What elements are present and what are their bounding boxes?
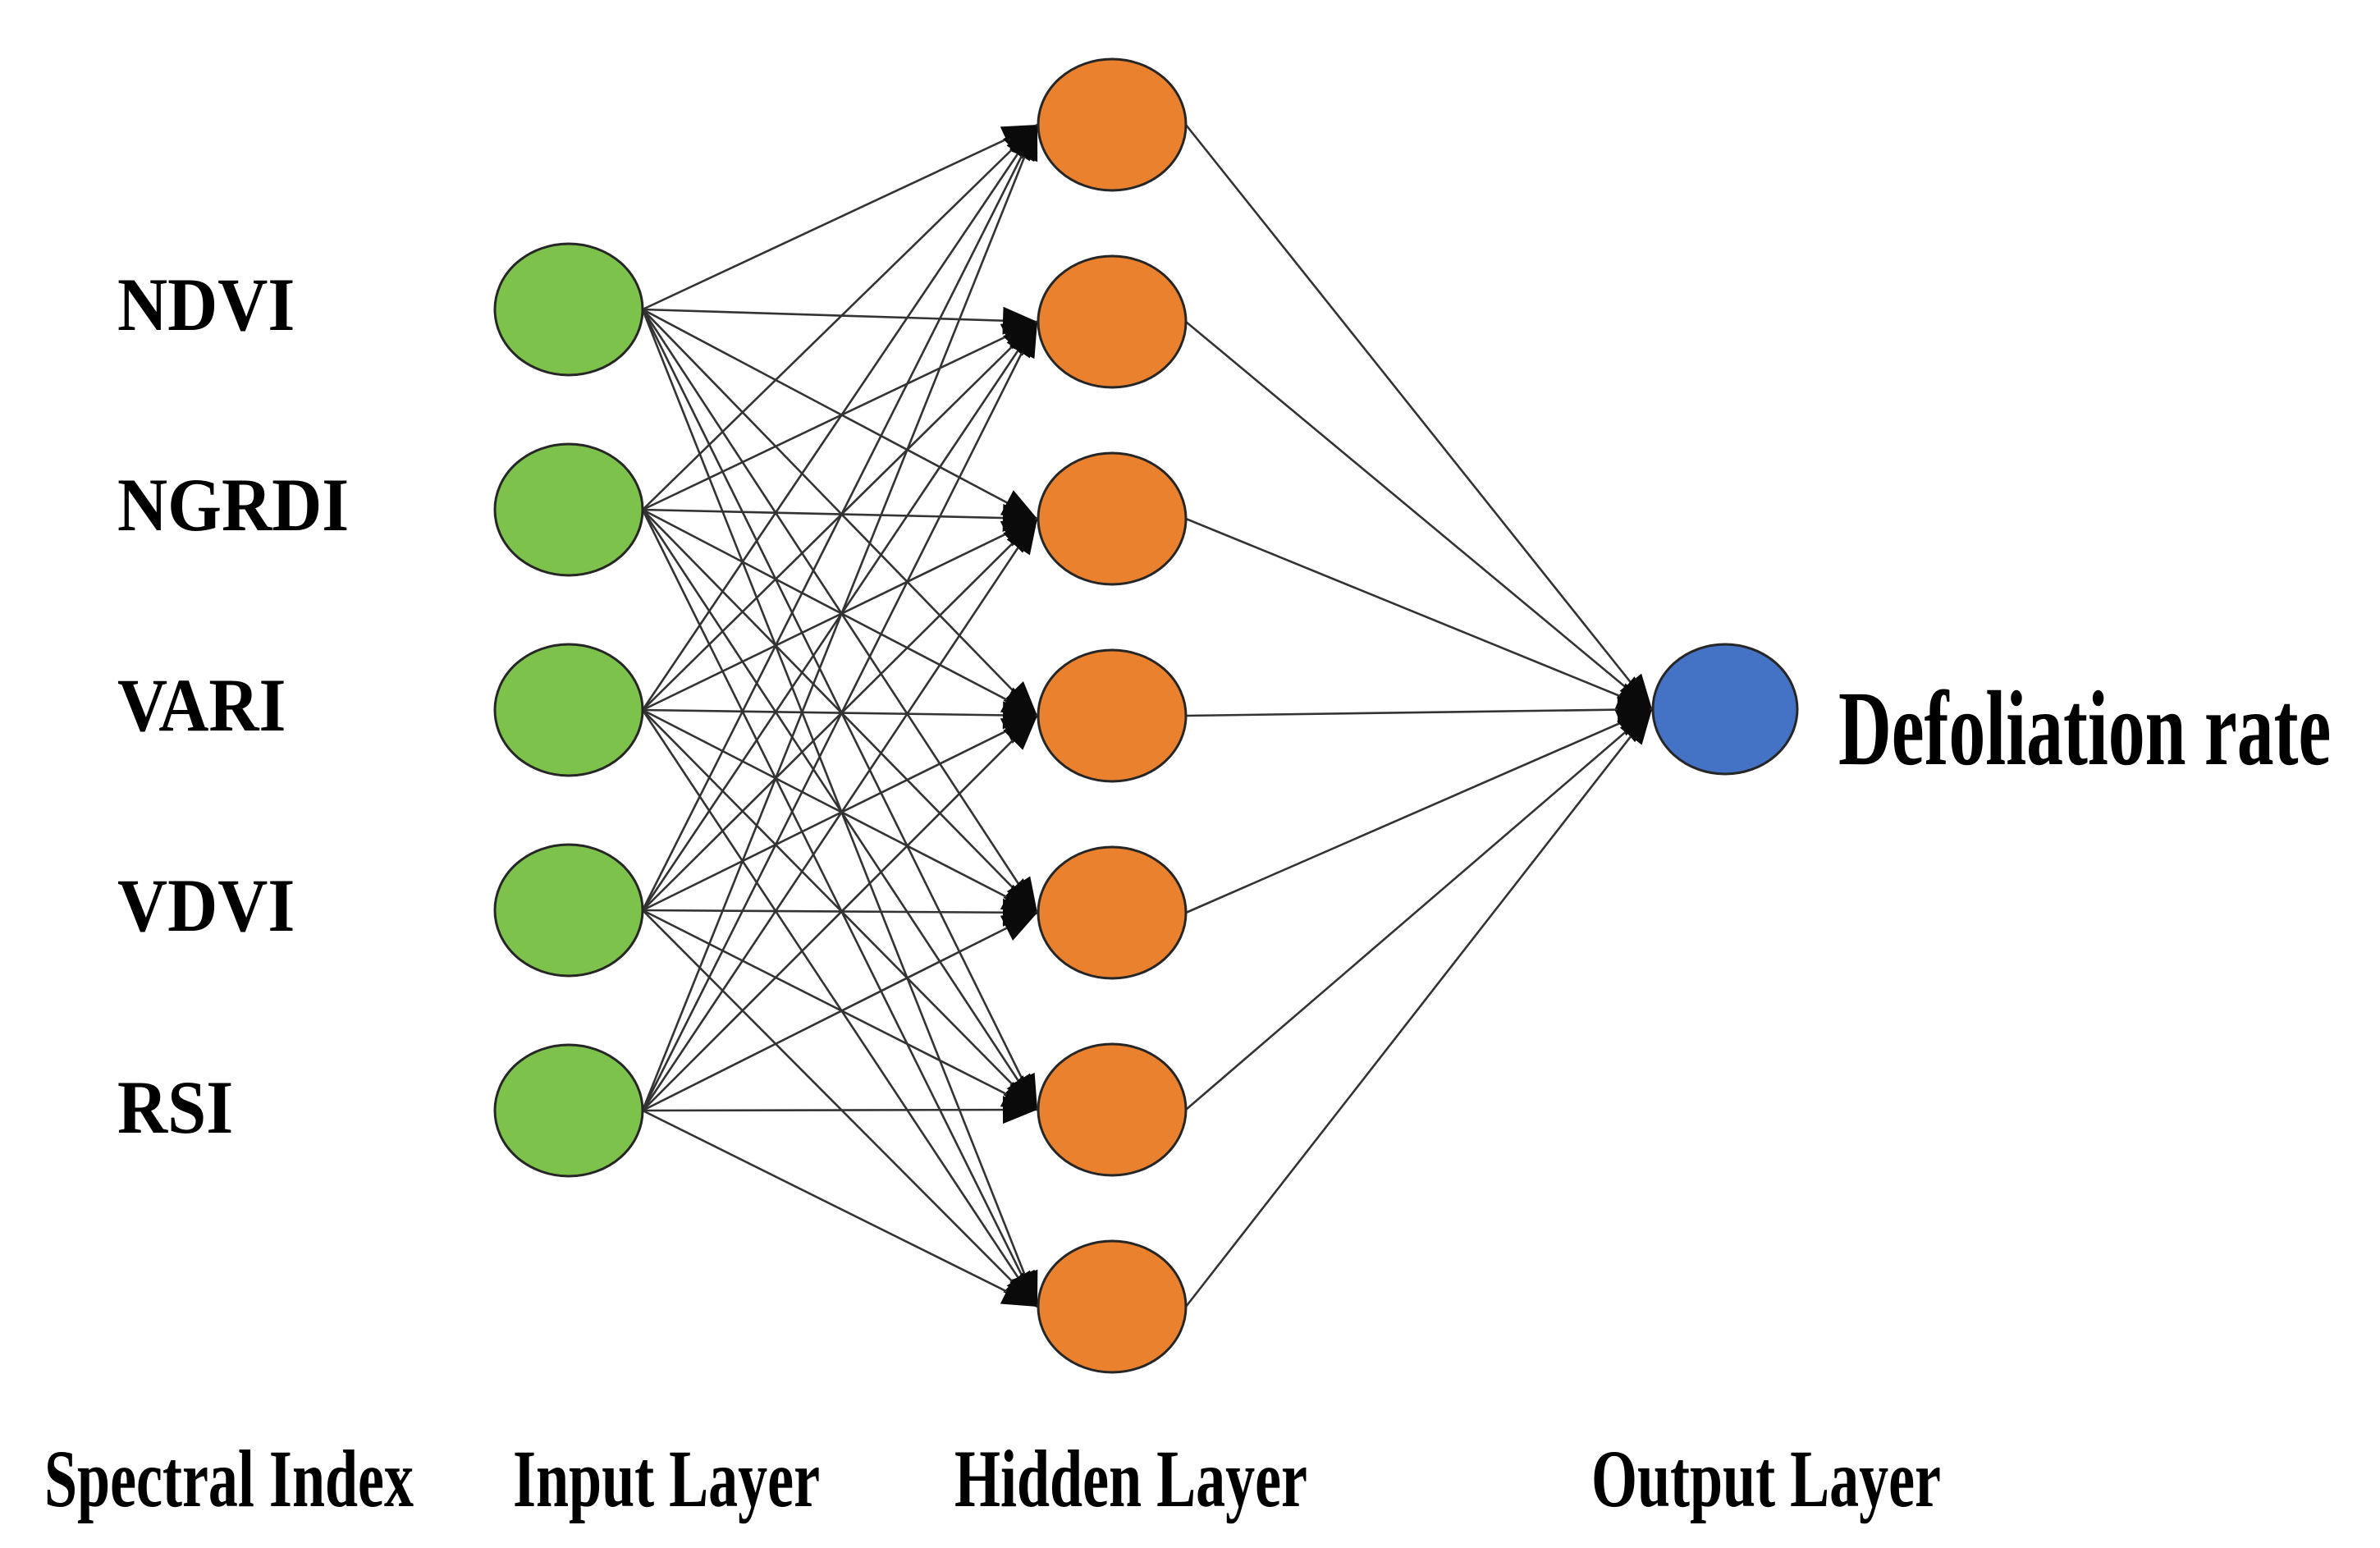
input-node-2 — [493, 643, 644, 777]
edge-input-hidden — [641, 321, 1039, 1111]
edge-hidden-output — [1185, 708, 1653, 914]
edge-input-hidden — [641, 124, 1039, 711]
hidden-node-3 — [1037, 648, 1188, 783]
hidden-node-2 — [1037, 451, 1188, 586]
edge-input-hidden — [642, 911, 1038, 1112]
caption-spectral-index: Spectral Index — [43, 1433, 414, 1524]
edge-input-hidden — [641, 518, 1039, 1111]
input-label-vari: VARI — [117, 663, 286, 747]
edge-input-hidden — [642, 701, 1038, 730]
edge-hidden-output — [1185, 708, 1653, 1111]
edge-input-hidden — [642, 1109, 1038, 1308]
edge-hidden-output — [1184, 124, 1654, 710]
edge-input-hidden — [642, 308, 1038, 520]
edge-input-hidden — [642, 708, 1038, 914]
edges — [641, 123, 1654, 1308]
edge-input-hidden — [642, 898, 1038, 927]
edge-input-hidden — [642, 123, 1038, 311]
input-label-ndvi: NDVI — [117, 263, 295, 346]
edge-input-hidden — [641, 309, 1039, 1111]
caption-output-layer: Output Layer — [1590, 1433, 1942, 1524]
edge-hidden-output — [1185, 695, 1653, 724]
edge-input-hidden — [642, 508, 1038, 717]
edge-input-hidden — [642, 909, 1038, 1308]
edge-hidden-output — [1184, 708, 1654, 1308]
input-label-rsi: RSI — [117, 1065, 234, 1149]
edge-input-hidden — [642, 309, 1038, 717]
edge-hidden-output — [1185, 517, 1653, 711]
edge-input-hidden — [642, 1096, 1038, 1124]
caption-hidden-layer: Hidden Layer — [954, 1433, 1308, 1524]
caption-input-layer: Input Layer — [512, 1433, 821, 1524]
edge-input-hidden — [641, 124, 1039, 1111]
input-node-4 — [493, 1043, 644, 1178]
input-label-vdvi: VDVI — [117, 863, 295, 947]
edge-input-hidden — [642, 709, 1038, 1111]
nodes — [493, 57, 1799, 1374]
input-node-0 — [493, 242, 644, 377]
edge-input-hidden — [642, 509, 1038, 914]
hidden-node-4 — [1037, 845, 1188, 980]
output-node — [1651, 643, 1799, 776]
output-node-label: Defoliation rate — [1838, 670, 2332, 788]
edge-input-hidden — [641, 509, 1039, 1308]
edge-input-hidden — [641, 309, 1039, 914]
edge-input-hidden — [642, 504, 1038, 533]
edge-input-hidden — [641, 124, 1039, 911]
edge-hidden-output — [1185, 321, 1653, 710]
edge-input-hidden — [641, 709, 1039, 1308]
edge-input-hidden — [642, 306, 1038, 335]
hidden-node-0 — [1037, 57, 1188, 192]
input-label-ngrdi: NGRDI — [117, 463, 350, 547]
edge-input-hidden — [642, 124, 1038, 511]
hidden-node-5 — [1037, 1042, 1188, 1177]
hidden-node-6 — [1037, 1239, 1188, 1374]
input-node-1 — [493, 442, 644, 577]
edge-input-hidden — [641, 509, 1039, 1111]
hidden-node-1 — [1037, 254, 1188, 389]
input-node-3 — [493, 843, 644, 978]
edge-input-hidden — [642, 715, 1038, 1111]
